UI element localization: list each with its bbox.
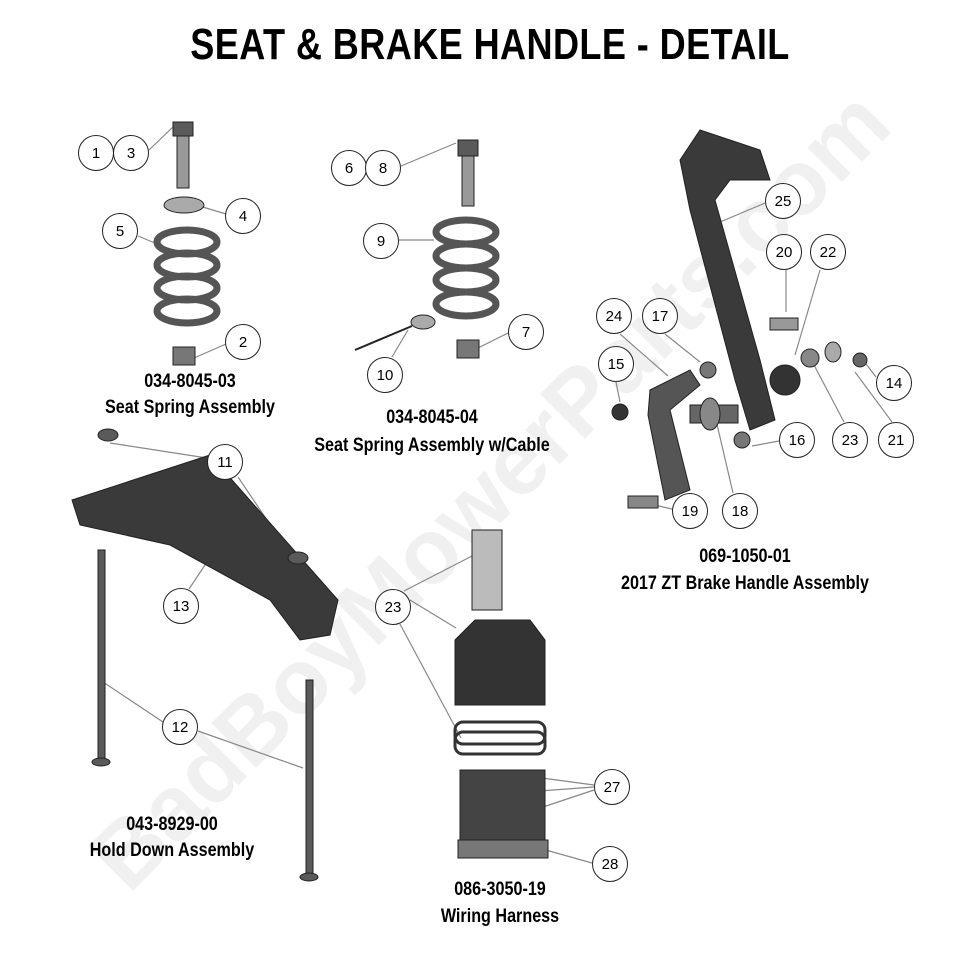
callout[interactable]: 3 <box>113 135 149 171</box>
callout[interactable]: 9 <box>363 223 399 259</box>
part-shapes <box>71 121 868 882</box>
callout[interactable]: 14 <box>876 365 912 401</box>
callout[interactable]: 10 <box>367 357 403 393</box>
callout[interactable]: 23 <box>375 589 411 625</box>
callout[interactable]: 15 <box>598 346 634 382</box>
callout[interactable]: 22 <box>810 234 846 270</box>
callout[interactable]: 1 <box>78 135 114 171</box>
callout[interactable]: 5 <box>102 213 138 249</box>
callout[interactable]: 24 <box>596 298 632 334</box>
bolt-head <box>172 121 194 137</box>
callout[interactable]: 2 <box>225 324 261 360</box>
callout[interactable]: 21 <box>878 422 914 458</box>
callout[interactable]: 20 <box>766 234 802 270</box>
assembly-name-brake-handle: 2017 ZT Brake Handle Assembly <box>620 573 870 594</box>
callout[interactable]: 25 <box>765 183 801 219</box>
callout[interactable]: 23 <box>832 422 868 458</box>
assembly-name-seat-spring: Seat Spring Assembly <box>105 397 275 418</box>
callout[interactable]: 11 <box>207 444 243 480</box>
callout[interactable]: 17 <box>642 298 678 334</box>
callout[interactable]: 12 <box>162 709 198 745</box>
callout[interactable]: 27 <box>594 769 630 805</box>
callout[interactable]: 13 <box>163 588 199 624</box>
callout[interactable]: 4 <box>225 198 261 234</box>
page-title: SEAT & BRAKE HANDLE - DETAIL <box>190 20 790 69</box>
assembly-name-wiring-harness: Wiring Harness <box>440 906 560 927</box>
callout[interactable]: 28 <box>592 846 628 882</box>
callout[interactable]: 6 <box>331 150 367 186</box>
callout[interactable]: 7 <box>508 314 544 350</box>
part-number-wiring-harness: 086-3050-19 <box>454 879 546 900</box>
assembly-name-seat-spring-cable: Seat Spring Assembly w/Cable <box>314 435 550 456</box>
part-number-seat-spring: 034-8045-03 <box>144 371 236 392</box>
part-number-hold-down: 043-8929-00 <box>126 814 218 835</box>
callout[interactable]: 8 <box>365 150 401 186</box>
part-number-brake-handle: 069-1050-01 <box>699 546 791 567</box>
callout[interactable]: 18 <box>722 493 758 529</box>
part-number-seat-spring-cable: 034-8045-04 <box>386 407 478 428</box>
callout[interactable]: 19 <box>672 493 708 529</box>
assembly-name-hold-down: Hold Down Assembly <box>89 840 255 861</box>
callout[interactable]: 16 <box>779 422 815 458</box>
